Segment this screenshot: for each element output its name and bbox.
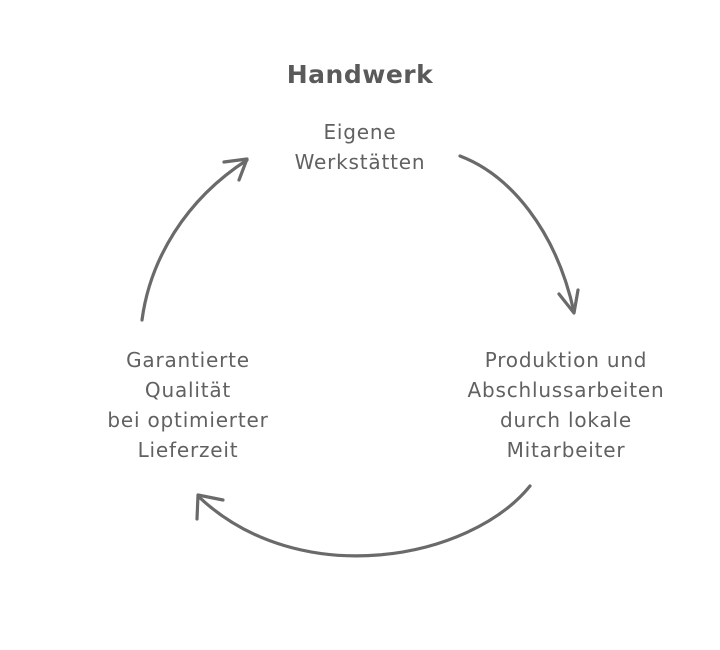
node-produktion: Produktion und Abschlussarbeiten durch l…	[436, 345, 696, 465]
node-label-line: Werkstätten	[294, 150, 426, 174]
node-label-line: Eigene	[323, 120, 397, 144]
node-label-line: bei optimierter	[107, 408, 269, 432]
arrow-top-to-right	[458, 154, 580, 315]
node-label-line: Produktion und	[484, 348, 648, 372]
node-eigene-werkstaetten: Eigene Werkstätten	[250, 117, 470, 177]
node-label-line: Abschlussarbeiten	[467, 378, 665, 402]
node-label-line: Lieferzeit	[137, 438, 239, 462]
node-qualitaet: Garantierte Qualität bei optimierter Lie…	[68, 345, 308, 465]
node-label-line: Qualität	[144, 378, 232, 402]
node-label-line: Garantierte	[126, 348, 250, 372]
node-label-line: Mitarbeiter	[506, 438, 626, 462]
arrow-right-to-left	[195, 484, 532, 558]
diagram-title: Handwerk	[286, 60, 434, 89]
arrow-left-to-top	[140, 157, 249, 322]
node-label-line: durch lokale	[500, 408, 632, 432]
